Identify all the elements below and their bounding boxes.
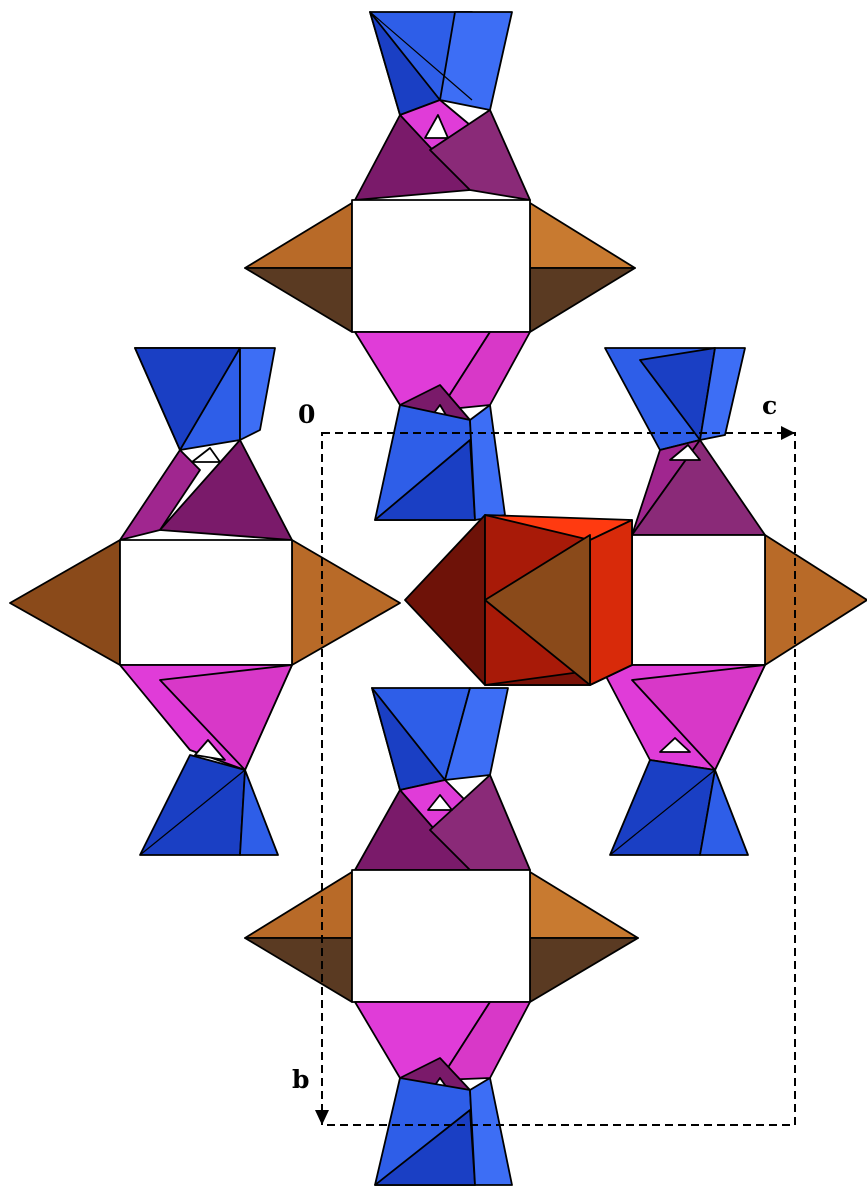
blue-tetrahedron	[699, 347, 746, 441]
white-void	[194, 739, 226, 761]
white-void	[659, 737, 691, 753]
white-void	[427, 794, 453, 811]
b-axis-label: b	[292, 1065, 309, 1094]
brown-pyramid	[244, 267, 353, 333]
brown-pyramid	[764, 534, 867, 666]
cluster-top	[244, 11, 636, 521]
brown-pyramid	[244, 871, 353, 939]
unit-cell: 0 c b	[292, 391, 796, 1126]
white-void	[351, 869, 531, 1003]
magenta-tetrahedron	[439, 1001, 531, 1081]
magenta-tetrahedron	[119, 449, 201, 541]
c-axis-label: c	[762, 391, 777, 420]
brown-pyramid	[529, 937, 639, 1003]
brown-pyramid	[529, 267, 636, 333]
magenta-tetrahedron	[439, 331, 531, 411]
magenta-tetrahedron	[631, 664, 766, 771]
cluster-right	[599, 347, 867, 856]
white-void	[669, 444, 701, 461]
magenta-tetrahedron	[159, 664, 293, 771]
blue-tetrahedron	[699, 769, 749, 856]
central-octahedron	[404, 514, 633, 686]
brown-pyramid	[244, 937, 353, 1003]
octahedron-face	[589, 519, 633, 686]
brown-pyramid	[291, 539, 401, 666]
magenta-tetrahedron	[159, 439, 293, 541]
brown-pyramid	[529, 871, 639, 939]
blue-tetrahedron	[239, 347, 276, 441]
central-triangle	[484, 534, 591, 686]
magenta-tetrahedron	[429, 109, 531, 201]
blue-tetrahedron	[469, 1077, 513, 1186]
b-axis-arrowhead	[315, 1110, 329, 1125]
cluster-left	[9, 347, 401, 856]
brown-pyramid	[244, 202, 353, 269]
white-void	[119, 539, 293, 666]
brown-pyramid	[9, 539, 121, 666]
blue-tetrahedron	[239, 769, 279, 856]
brown-pyramid	[529, 202, 636, 269]
blue-tetrahedron	[134, 347, 241, 451]
cluster-bottom	[244, 687, 639, 1186]
blue-tetrahedron	[469, 404, 506, 521]
blue-tetrahedron	[139, 754, 246, 856]
octahedron-face	[404, 514, 486, 686]
c-axis-arrowhead	[781, 426, 795, 440]
white-void	[424, 114, 449, 139]
origin-label: 0	[298, 400, 315, 429]
blue-tetrahedron	[609, 759, 716, 856]
white-void	[351, 199, 531, 333]
white-void	[191, 447, 221, 463]
white-void	[631, 534, 766, 666]
unit-cell-outline	[321, 432, 796, 1126]
